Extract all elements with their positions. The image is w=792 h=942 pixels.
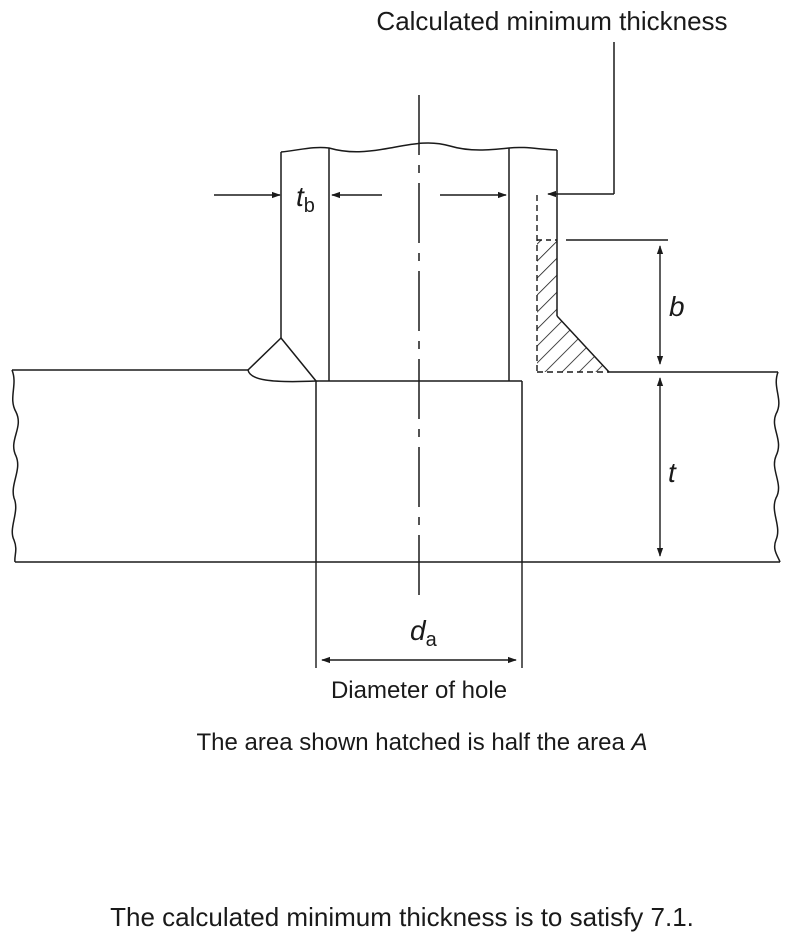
t-label: t	[668, 457, 677, 488]
da-label-main: d	[410, 615, 427, 646]
tb-label-sub: b	[304, 195, 315, 217]
hole-label: Diameter of hole	[331, 677, 507, 704]
b-dimension	[566, 239, 668, 365]
left-weld	[247, 337, 318, 383]
da-dimension	[315, 562, 523, 668]
hatched-area	[536, 195, 609, 373]
area-note-prefix: The area shown hatched is half the area	[197, 729, 632, 756]
shell-hole	[315, 381, 523, 562]
callout-label: Calculated minimum thickness	[376, 6, 727, 36]
b-label: b	[669, 291, 685, 322]
area-note-var: A	[629, 729, 647, 756]
da-label: da	[410, 615, 438, 651]
tb-label-main: t	[296, 181, 305, 212]
branch-wall	[280, 142, 558, 381]
callout-leader	[547, 42, 615, 198]
shell-plate	[11, 369, 781, 563]
footnote: The calculated minimum thickness is to s…	[110, 902, 694, 932]
tb-label: tb	[296, 181, 315, 217]
da-label-sub: a	[426, 629, 438, 651]
area-note: The area shown hatched is half the area …	[197, 729, 648, 756]
